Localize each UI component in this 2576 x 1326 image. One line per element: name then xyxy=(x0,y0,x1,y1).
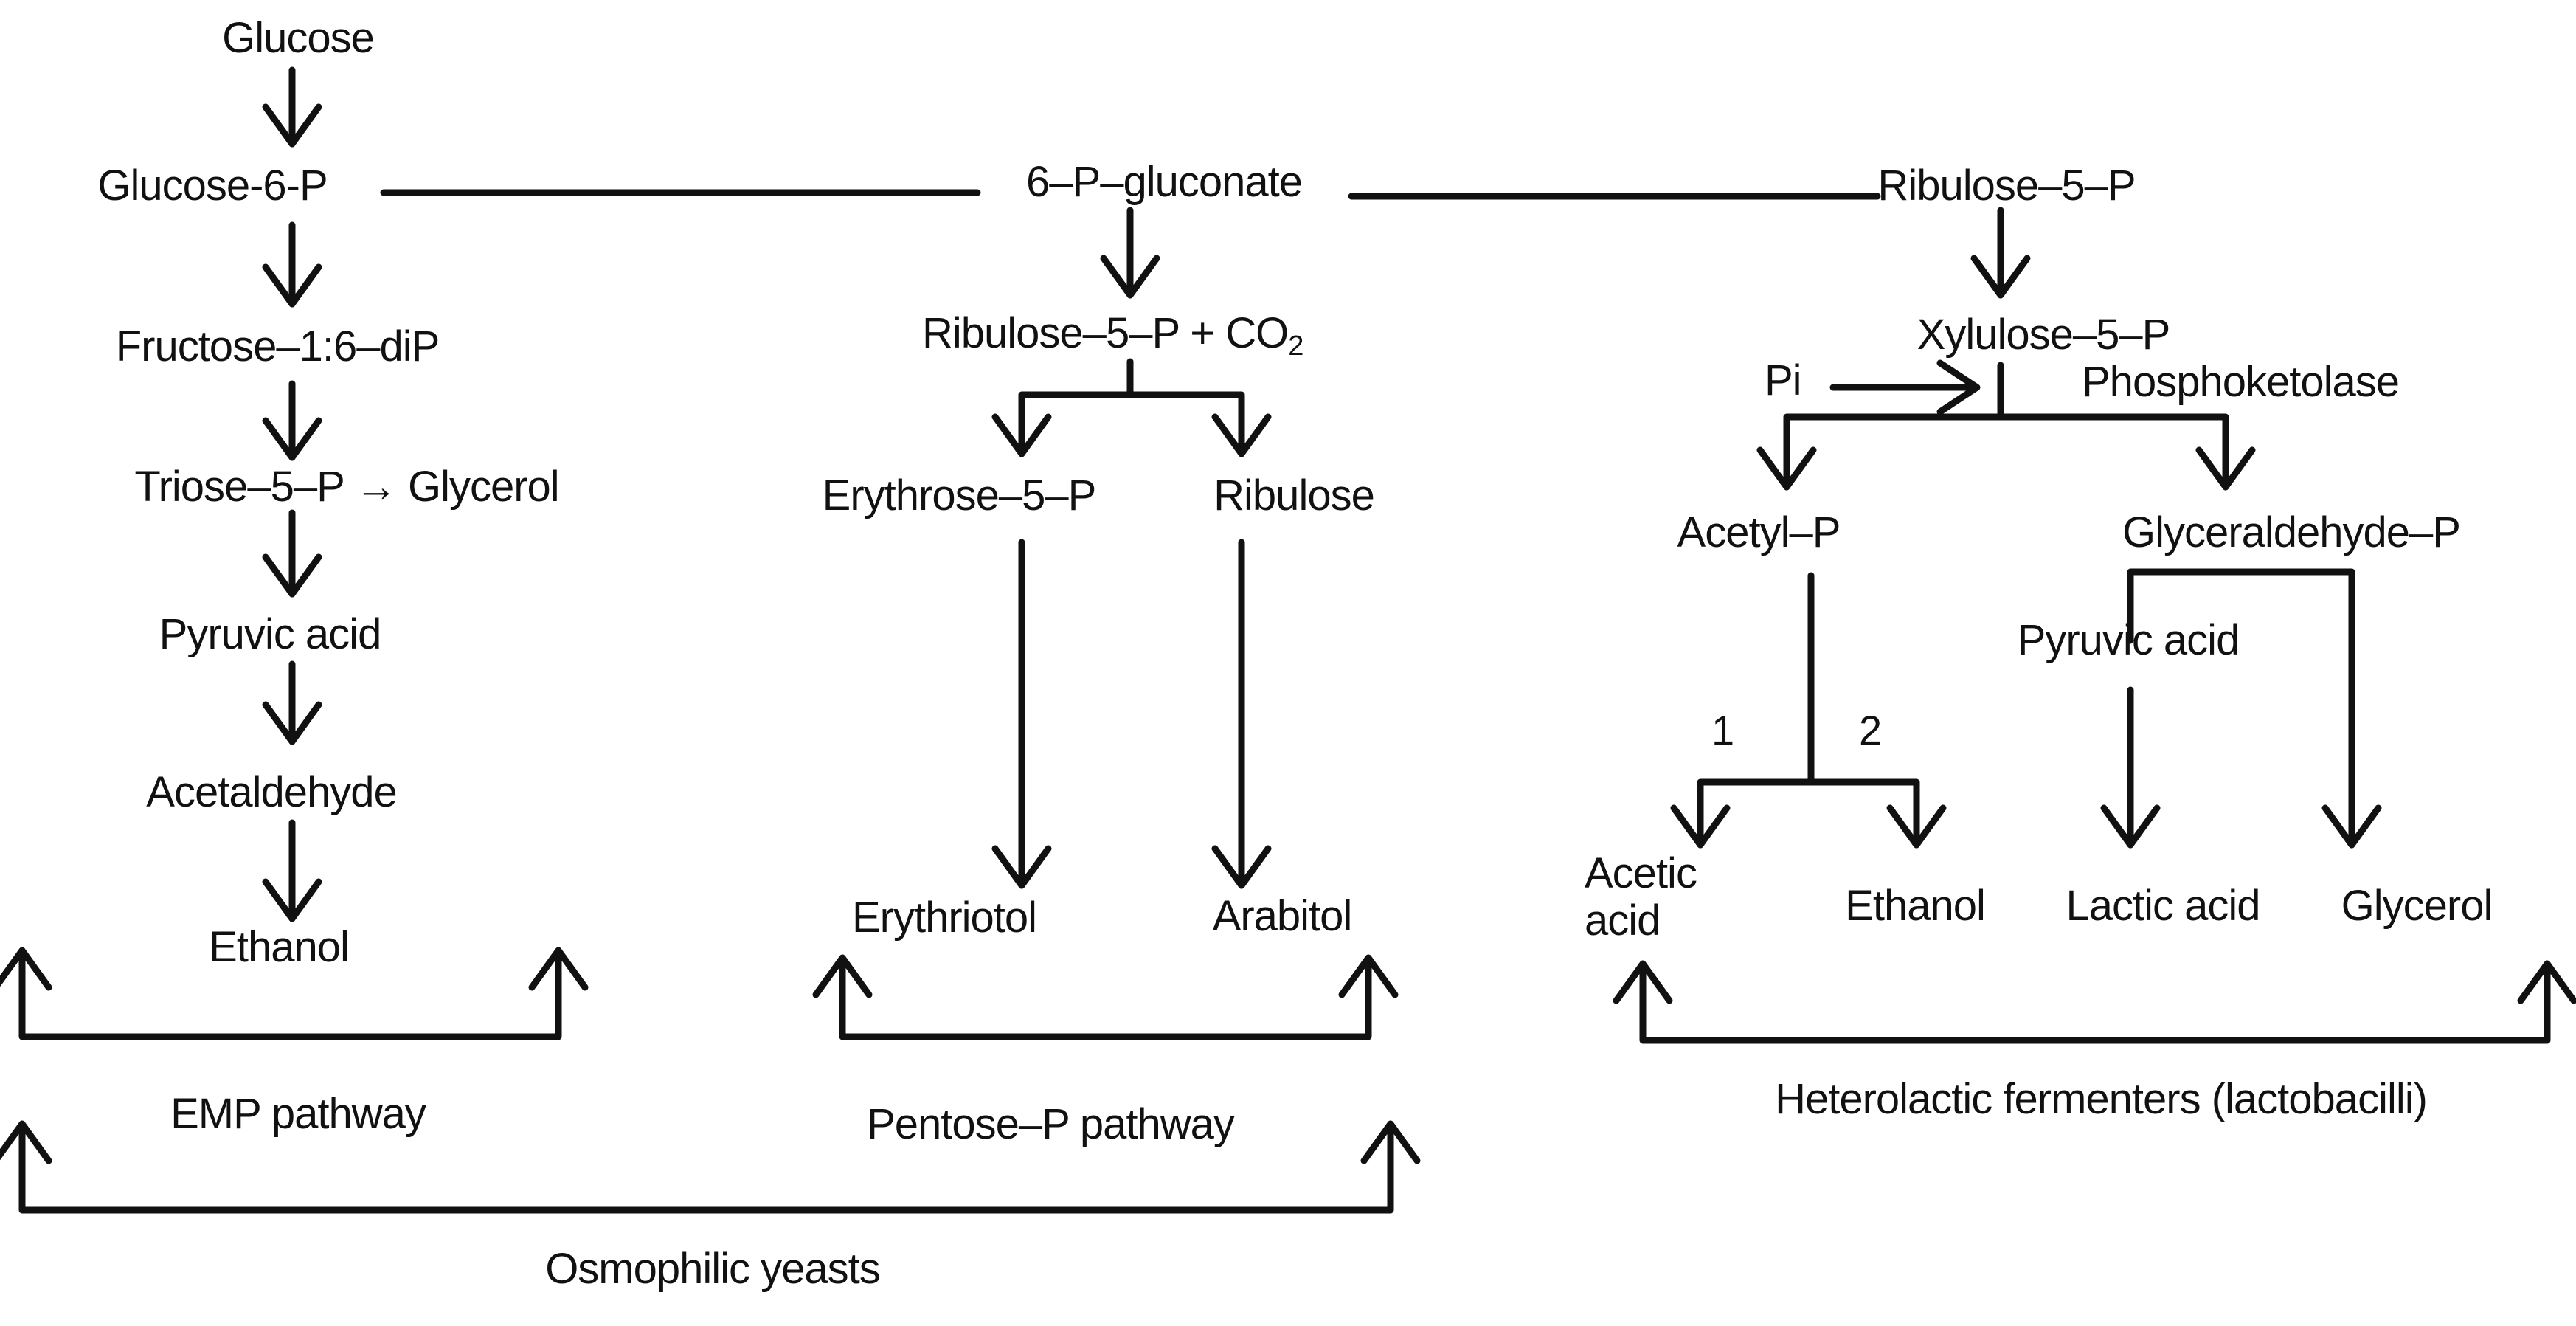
label-acetic-line-2: acid xyxy=(1585,897,1661,945)
label-arabitol: Arabitol xyxy=(1212,892,1353,940)
bracket-emp xyxy=(0,947,589,1040)
bracket-pentose xyxy=(812,954,1399,1040)
label-glucose: Glucose xyxy=(222,14,375,62)
label-acetyl-p: Acetyl–P xyxy=(1677,508,1841,556)
label-triose-glycerol: Triose–5–P → Glycerol xyxy=(134,463,559,511)
label-emp-pyruvic-acid: Pyruvic acid xyxy=(159,610,382,658)
label-acetic-line-1: Acetic xyxy=(1585,849,1697,897)
label-emp-ethanol: Ethanol xyxy=(209,923,350,971)
bracket-heterolactic xyxy=(1613,960,2576,1044)
label-hetero-ethanol: Ethanol xyxy=(1845,882,1986,930)
label-pi: Pi xyxy=(1765,356,1802,404)
label-erythrose-5-p: Erythrose–5–P xyxy=(822,472,1097,519)
label-ribulose: Ribulose xyxy=(1213,472,1375,519)
label-pentose-pathway: Pentose–P pathway xyxy=(867,1100,1235,1148)
label-acetaldehyde: Acetaldehyde xyxy=(146,768,397,816)
label-ribulose-5-p: Ribulose–5–P xyxy=(1877,162,2136,210)
label-xylulose-5-p: Xylulose–5–P xyxy=(1917,311,2171,359)
label-osmophilic-yeasts: Osmophilic yeasts xyxy=(545,1245,881,1293)
label-branch-2: 2 xyxy=(1859,707,1882,753)
hetero-arrows xyxy=(1674,207,2378,849)
emp-arrows xyxy=(266,66,319,922)
label-lactic-acid: Lactic acid xyxy=(2066,882,2260,930)
label-phosphoketolase: Phosphoketolase xyxy=(2082,358,2400,406)
label-branch-1: 1 xyxy=(1711,707,1734,753)
label-heterolactic-fermenters: Heterolactic fermenters (lactobacilli) xyxy=(1775,1075,2428,1123)
label-hetero-glycerol: Glycerol xyxy=(2341,882,2493,930)
label-emp-pathway: EMP pathway xyxy=(170,1090,426,1138)
label-glyceraldehyde-p: Glyceraldehyde–P xyxy=(2122,508,2461,556)
label-erythriotol: Erythriotol xyxy=(851,894,1037,942)
label-glucose-6-p: Glucose-6-P xyxy=(97,162,328,210)
label-fructose-diphosphate: Fructose–1:6–diP xyxy=(115,322,440,370)
bracket-osmophilic xyxy=(0,1120,1421,1214)
label-hetero-pyruvic-acid: Pyruvic acid xyxy=(2017,616,2240,664)
label-6-p-gluconate: 6–P–gluconate xyxy=(1026,158,1303,206)
label-ribulose-co2: Ribulose–5–P + CO2 xyxy=(922,309,1303,362)
pentose-arrows xyxy=(995,207,1268,889)
